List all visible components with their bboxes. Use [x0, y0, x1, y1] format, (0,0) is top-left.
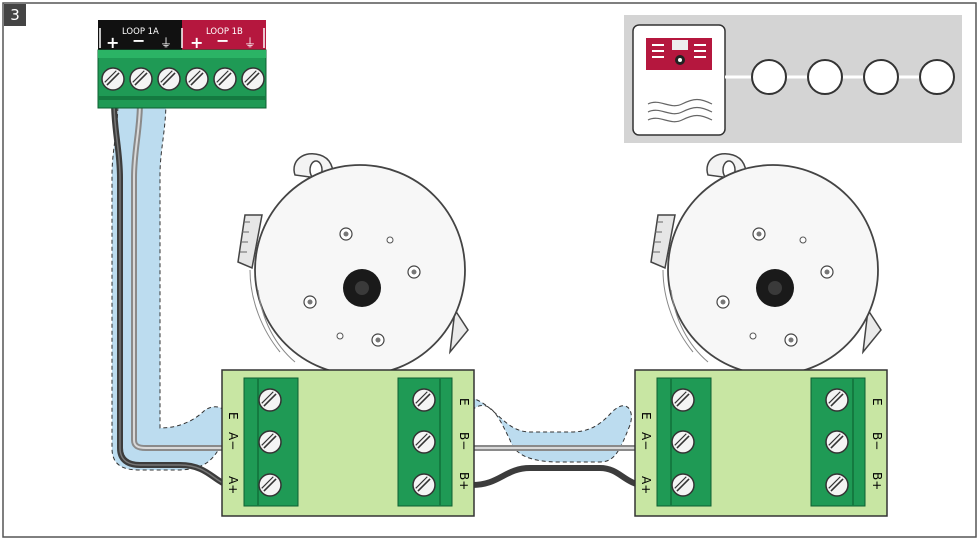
det2-right-screw-2	[825, 430, 849, 454]
loop-a-label: LOOP 1A	[122, 27, 159, 37]
det2-left-e: E	[639, 412, 653, 420]
terminal-screw-1	[101, 67, 125, 91]
det1-left-aminus: A−	[226, 432, 240, 450]
cable-shield-1	[111, 99, 230, 471]
loop-node-4	[919, 59, 955, 95]
terminal-screw-6	[241, 67, 265, 91]
det2-right-screw-1	[825, 388, 849, 412]
loop-node-1	[751, 59, 787, 95]
loop-detector-chain	[725, 59, 955, 95]
terminal-screw-2	[129, 67, 153, 91]
cables	[111, 99, 646, 488]
det1-left-screw-2	[258, 430, 282, 454]
loop-b-plus: +	[190, 33, 203, 52]
det1-left-e: E	[226, 412, 240, 420]
loop-a-earth: ⏚	[160, 36, 172, 50]
detector-2-screws	[671, 388, 849, 497]
det2-left-screw-3	[671, 473, 695, 497]
detector-1-screws	[258, 388, 436, 497]
loop-node-2	[807, 59, 843, 95]
det1-left-screw-3	[258, 473, 282, 497]
det1-right-bplus: B+	[457, 472, 471, 490]
terminal-screw-3	[157, 67, 181, 91]
terminal-screws	[101, 67, 265, 91]
det1-right-bminus: B−	[457, 432, 471, 450]
cable-shield-2	[471, 397, 632, 463]
det1-left-screw-1	[258, 388, 282, 412]
figure-number: 3	[4, 4, 26, 26]
detector-1: E A− A+ E B− B+	[221, 153, 475, 517]
det2-right-e: E	[870, 398, 884, 406]
detector-1-head	[237, 153, 469, 376]
detector-2-head	[650, 153, 882, 376]
det2-left-screw-2	[671, 430, 695, 454]
loop-a-label-strip	[98, 20, 182, 50]
det1-right-e: E	[457, 398, 471, 406]
det2-right-bplus: B+	[870, 472, 884, 490]
terminal-screw-5	[213, 67, 237, 91]
loop-node-3	[863, 59, 899, 95]
det2-left-aminus: A−	[639, 432, 653, 450]
terminal-screw-4	[185, 67, 209, 91]
topology-inset	[624, 15, 962, 143]
det2-right-screw-3	[825, 473, 849, 497]
panel-terminal-block: LOOP 1A LOOP 1B + − ⏚ + − ⏚	[97, 20, 267, 109]
det1-left-aplus: A+	[226, 476, 240, 494]
loop-a-minus: −	[132, 31, 145, 50]
det2-right-bminus: B−	[870, 432, 884, 450]
loop-b-label: LOOP 1B	[206, 27, 243, 37]
detector-2: E A− A+ E B− B+	[634, 153, 888, 517]
loop-a-plus: +	[106, 33, 119, 52]
wire-b-plus-link	[471, 465, 646, 488]
det1-right-screw-2	[412, 430, 436, 454]
loop-b-minus: −	[216, 31, 229, 50]
det2-left-screw-1	[671, 388, 695, 412]
det2-left-aplus: A+	[639, 476, 653, 494]
loop-b-earth: ⏚	[244, 36, 256, 50]
loop-b-label-strip	[182, 20, 266, 50]
det1-right-screw-1	[412, 388, 436, 412]
det1-right-screw-3	[412, 473, 436, 497]
